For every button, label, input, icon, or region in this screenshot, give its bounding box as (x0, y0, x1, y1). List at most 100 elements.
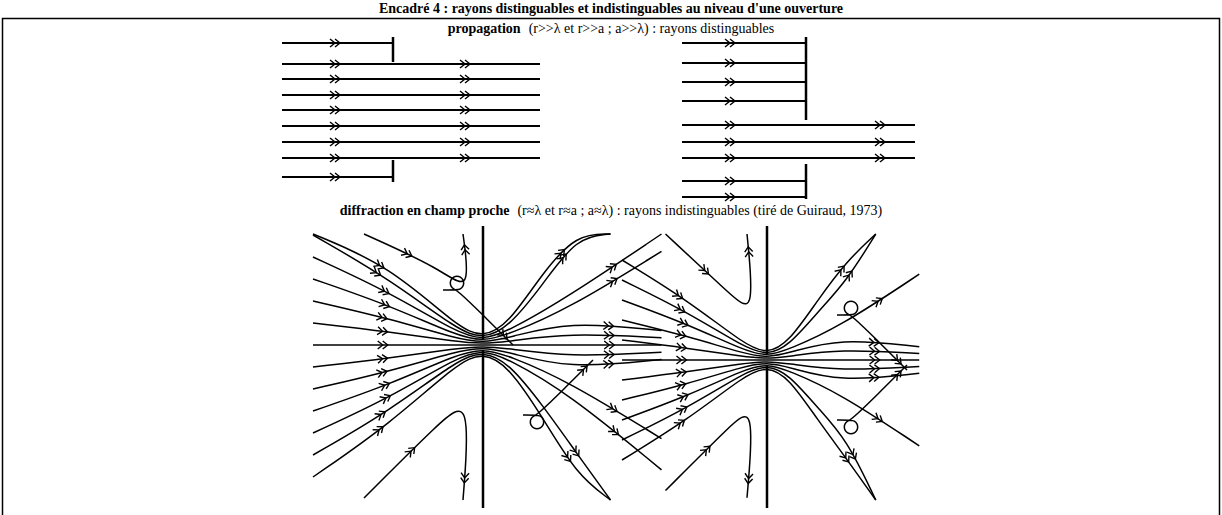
light-ray (282, 94, 540, 96)
caption-row: diffraction en champ proche(r≈λ et r≈a ;… (0, 203, 1222, 219)
ray-arrow (744, 473, 753, 484)
ray-arrow (891, 354, 904, 367)
stream-line (666, 417, 751, 498)
ray-arrow (460, 473, 469, 484)
aperture-wall (805, 37, 808, 120)
light-ray (282, 141, 540, 143)
stream-line (364, 411, 467, 500)
ray-arrow (330, 138, 340, 146)
stream-line (313, 323, 662, 343)
ray-arrow (835, 263, 848, 276)
ray-arrow (460, 138, 470, 146)
ray-arrow (869, 338, 879, 347)
section-caption: (r≈λ et r≈a ; a≈λ) : rayons indistinguab… (515, 203, 884, 219)
frame-border (3, 19, 1220, 515)
section-heading: diffraction en champ proche (338, 203, 512, 219)
light-ray (282, 125, 540, 127)
light-ray (282, 157, 540, 159)
stream-line (622, 234, 876, 352)
aperture-wall (392, 160, 395, 182)
ray-arrow (379, 299, 391, 310)
ray-arrow (330, 60, 340, 68)
stream-line (443, 276, 513, 345)
ray-arrow (561, 451, 573, 464)
ray-arrow (401, 248, 413, 260)
stream-line (313, 234, 662, 337)
ray-arrow (676, 403, 689, 415)
light-ray (282, 63, 540, 65)
ray-arrow (378, 341, 388, 349)
ray-arrow (725, 193, 735, 201)
ray-arrow (869, 347, 879, 355)
ray-arrow (460, 91, 470, 99)
stream-line (622, 340, 919, 358)
light-ray (282, 109, 540, 111)
ray-arrow (570, 445, 582, 458)
stream-line (313, 301, 662, 341)
ray-arrow (405, 445, 418, 458)
ray-arrow (606, 261, 619, 273)
ray-arrow (378, 285, 391, 297)
stream-line (837, 301, 907, 370)
ray-arrow (460, 244, 469, 255)
stream-line (622, 274, 919, 354)
ray-arrow (376, 367, 388, 377)
stream-line (622, 366, 919, 446)
ray-arrow (725, 78, 735, 86)
ray-arrow (744, 246, 753, 257)
stream-line (313, 356, 611, 500)
ray-arrow (606, 275, 619, 287)
aperture-wall (482, 226, 485, 508)
ray-arrow (603, 360, 613, 369)
stream-line (837, 365, 907, 434)
ray-arrow (725, 39, 735, 47)
ray-arrow (674, 304, 687, 316)
aperture-wall (392, 37, 395, 62)
ray-arrow (377, 327, 388, 336)
ray-arrow (330, 173, 340, 181)
ray-arrow (676, 368, 687, 377)
light-ray (682, 62, 806, 64)
ray-arrow (557, 251, 570, 264)
ray-arrow (677, 318, 689, 329)
light-ray (682, 196, 806, 198)
ray-arrow (725, 97, 735, 105)
ray-arrow (376, 312, 388, 322)
ray-arrow (460, 106, 470, 114)
ray-arrow (604, 331, 614, 339)
ray-arrow (604, 341, 614, 349)
ray-arrow (677, 391, 689, 402)
ray-arrow (330, 91, 340, 99)
stream-line (666, 234, 751, 304)
ray-arrow (674, 417, 687, 429)
light-ray (282, 78, 540, 80)
ray-arrow (460, 122, 470, 130)
ray-arrow (380, 392, 393, 404)
stream-line (313, 354, 611, 500)
ray-arrow (725, 177, 735, 185)
ray-arrow (373, 424, 386, 436)
section-caption: (r>>λ et r>>a ; a>>λ) : rayons distingua… (527, 21, 777, 37)
ray-arrow (891, 368, 904, 381)
ray-arrow (869, 365, 879, 373)
ray-arrow (330, 39, 340, 47)
ray-arrow (875, 138, 885, 146)
ray-arrow (606, 403, 619, 415)
ray-arrow (875, 121, 885, 129)
ray-arrow (840, 452, 852, 465)
stream-line (622, 369, 876, 500)
ray-arrow (676, 356, 686, 364)
box-title: Encadré 4 : rayons distinguables et indi… (0, 1, 1222, 17)
ray-arrow (460, 60, 470, 68)
ray-arrow (460, 75, 470, 83)
ray-arrow (725, 154, 735, 162)
caption-row: propagation(r>>λ et r>>a ; a>>λ) : rayon… (0, 21, 1222, 37)
light-ray (682, 42, 806, 44)
section-heading: propagation (446, 21, 523, 37)
ray-arrow (675, 380, 687, 390)
ray-arrow (608, 425, 621, 437)
ray-arrow (875, 154, 885, 162)
ray-arrow (330, 154, 340, 162)
ray-arrow (330, 75, 340, 83)
